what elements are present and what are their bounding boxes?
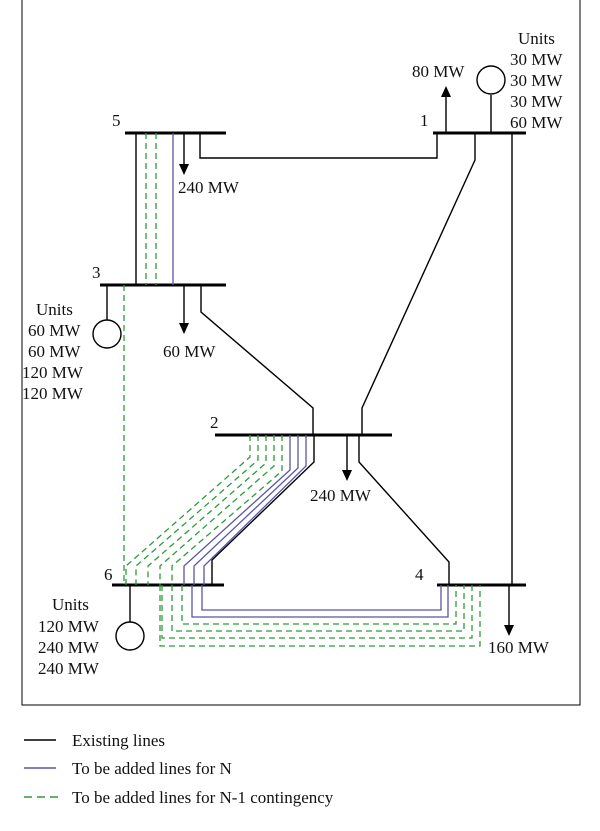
load-label-bus3: 60 MW — [163, 342, 216, 361]
gen-units-bus6: Units 120 MW 240 MW 240 MW — [38, 595, 100, 678]
generators — [92, 65, 506, 651]
bus-label-5: 5 — [112, 111, 121, 130]
gen-unit: 30 MW — [510, 71, 563, 90]
line-n1-2-6-b — [159, 435, 275, 585]
legend: Existing lines To be added lines for N T… — [24, 731, 334, 807]
line-n-6-4-b — [191, 585, 449, 618]
line-n1-2-6-a — [171, 435, 283, 585]
load-label-bus5: 240 MW — [178, 178, 240, 197]
legend-label-added-n: To be added lines for N — [72, 759, 232, 778]
line-2-4 — [358, 435, 450, 585]
line-n-2-6-a — [203, 435, 307, 585]
line-n-2-6-b — [193, 435, 299, 585]
gen-unit: 120 MW — [22, 384, 84, 403]
gen-units-title-bus3: Units — [36, 300, 73, 319]
generator-icon-bus6 — [115, 621, 145, 651]
line-2-6 — [211, 435, 315, 585]
gen-unit: 240 MW — [38, 638, 100, 657]
load-label-bus1: 80 MW — [412, 62, 465, 81]
gen-unit: 60 MW — [28, 342, 81, 361]
legend-label-existing: Existing lines — [72, 731, 165, 750]
gen-units-title-bus1: Units — [518, 29, 555, 48]
line-n1-6-4-d — [159, 585, 481, 647]
line-n1-2-6-e — [125, 435, 251, 585]
diagram-frame — [21, 0, 581, 706]
gen-unit: 120 MW — [22, 363, 84, 382]
gen-unit: 30 MW — [510, 50, 563, 69]
load-arrows — [179, 86, 514, 636]
existing-lines — [135, 133, 513, 585]
line-1-2 — [361, 133, 476, 435]
line-n-6-4-a — [201, 585, 442, 611]
gen-units-title-bus6: Units — [52, 595, 89, 614]
line-n1-6-4-a — [181, 585, 457, 625]
line-n1-6-4-b — [171, 585, 465, 632]
line-3-2 — [200, 285, 314, 435]
bus-label-4: 4 — [415, 565, 424, 584]
added-n-lines — [172, 133, 449, 618]
gen-unit: 60 MW — [510, 113, 563, 132]
bus-label-2: 2 — [210, 413, 219, 432]
gen-units-bus3: Units 60 MW 60 MW 120 MW 120 MW — [22, 300, 84, 403]
load-label-bus4: 160 MW — [488, 638, 550, 657]
gen-unit: 240 MW — [38, 659, 100, 678]
added-n1-lines — [123, 133, 481, 647]
line-n-2-6-c — [183, 435, 291, 585]
load-label-bus2: 240 MW — [310, 486, 372, 505]
gen-unit: 60 MW — [28, 321, 81, 340]
generator-icon-bus1 — [476, 65, 506, 95]
bus-label-1: 1 — [420, 111, 429, 130]
line-n1-2-6-c — [147, 435, 267, 585]
generator-icon-bus3 — [92, 319, 122, 349]
line-5-1 — [199, 133, 438, 159]
bus-label-3: 3 — [92, 263, 101, 282]
gen-units-bus1: Units 30 MW 30 MW 30 MW 60 MW — [510, 29, 563, 132]
line-n1-6-4-c — [161, 585, 473, 639]
gen-unit: 120 MW — [38, 617, 100, 636]
bus-label-6: 6 — [104, 565, 113, 584]
legend-label-added-n1: To be added lines for N-1 contingency — [72, 788, 334, 807]
gen-unit: 30 MW — [510, 92, 563, 111]
line-n1-2-6-d — [135, 435, 259, 585]
